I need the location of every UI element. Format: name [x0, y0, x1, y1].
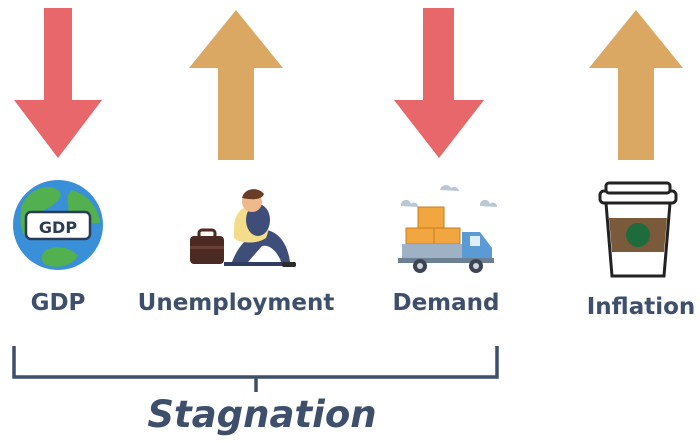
unemployment-up-arrow — [189, 10, 283, 160]
coffee-cup-icon — [598, 181, 678, 278]
gdp-label: GDP — [30, 290, 86, 316]
inflation-label: Inflation — [586, 294, 696, 320]
gdp-down-arrow — [14, 8, 102, 158]
inflation-up-arrow — [589, 10, 683, 160]
stagnation-caption: Stagnation — [147, 393, 377, 436]
demand-down-arrow — [394, 8, 484, 158]
demand-label: Demand — [392, 290, 500, 316]
globe-gdp-icon — [13, 180, 103, 270]
gdp-badge-text: GDP — [39, 218, 77, 237]
delivery-truck-boxes-icon — [398, 185, 498, 273]
unemployment-label: Unemployment — [137, 290, 335, 316]
sad-person-briefcase-icon — [190, 189, 296, 267]
stagnation-bracket — [12, 346, 499, 392]
